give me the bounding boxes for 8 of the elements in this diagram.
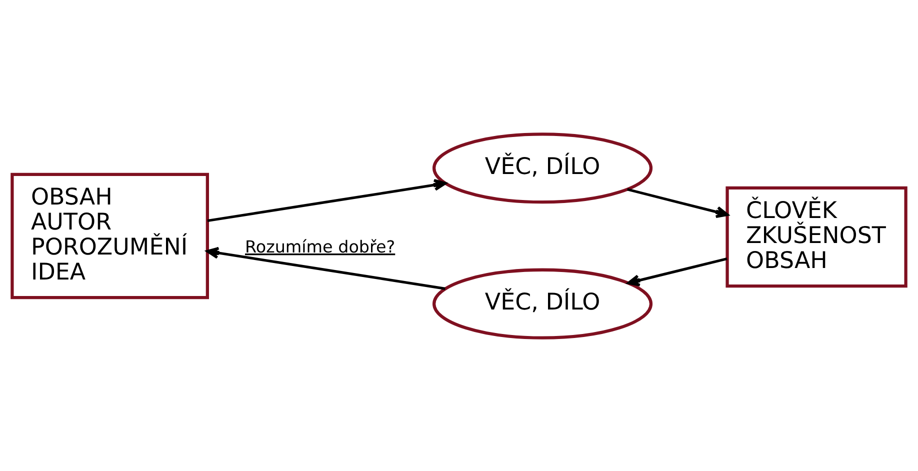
arrow — [206, 246, 446, 290]
arrow — [207, 178, 446, 222]
arrow — [627, 188, 729, 218]
edge-label: Rozumíme dobře? — [245, 236, 396, 256]
node-ellipse: VĚC, DÍLO — [432, 268, 653, 339]
arrow — [627, 257, 728, 286]
node-box: OBSAH AUTOR POROZUMĚNÍ IDEA — [10, 172, 209, 299]
node-box: ČLOVĚK ZKUŠENOST OBSAH — [726, 186, 908, 288]
